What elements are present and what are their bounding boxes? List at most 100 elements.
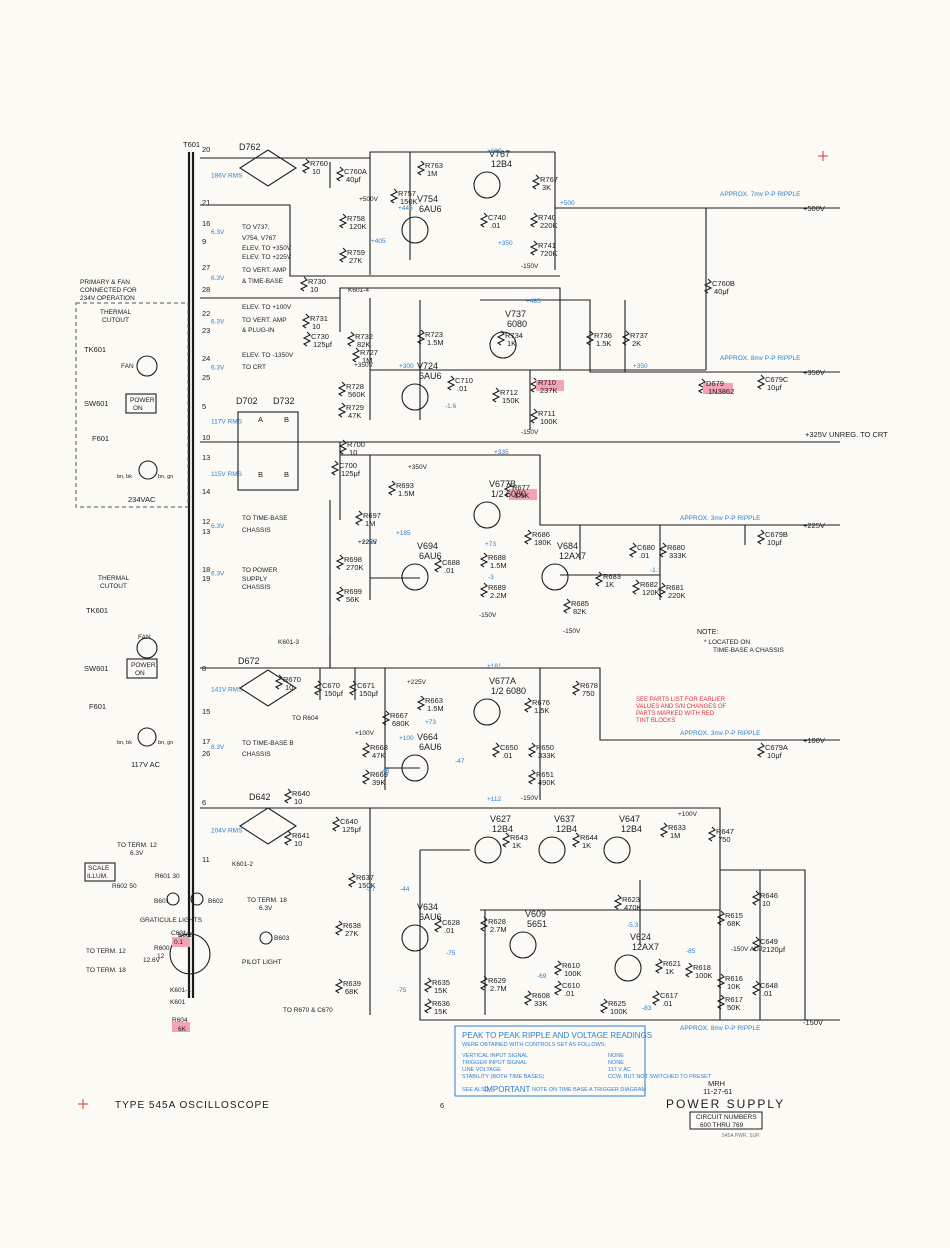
component-symbol <box>751 890 761 906</box>
component-value: 150K <box>400 197 418 206</box>
test-voltage: +100 <box>399 735 414 742</box>
test-voltage: +446 <box>398 205 413 212</box>
winding-note: SUPPLY <box>242 576 268 583</box>
small-note: 545A PWR. SUP. <box>722 1133 760 1139</box>
test-voltage: +225 <box>362 539 377 546</box>
component-value: 220K <box>668 591 686 600</box>
tube-type: 6AU6 <box>419 204 442 214</box>
component-symbol <box>283 788 293 804</box>
component-symbol <box>479 916 489 932</box>
component-value: 68K <box>727 919 740 928</box>
component-ref: R740 <box>538 213 556 222</box>
component-ref: R644 <box>580 833 598 842</box>
component-value: 100K <box>564 969 582 978</box>
tube-ref: V677B <box>489 479 516 489</box>
component-ref: R728 <box>346 382 364 391</box>
component-ref: R663 <box>425 696 443 705</box>
component-symbol <box>529 408 539 424</box>
note-line: TIME-BASE A CHASSIS <box>713 647 784 654</box>
parts-note-line: TINT BLOCKS <box>636 718 675 724</box>
component-value: 490K <box>538 778 556 787</box>
text-layer: V76712B4V7546AU6V7376080V7246AU6V677B1/2… <box>80 142 888 1033</box>
component-value: 10K <box>727 982 740 991</box>
component-ref: R633 <box>668 823 686 832</box>
ripple-note: APPROX. 3mv P-P RIPPLE <box>680 515 761 522</box>
tube-envelope <box>603 836 631 864</box>
lamp-label: C601 <box>171 930 187 937</box>
component-value: .01 <box>457 384 467 393</box>
test-voltage: +350 <box>633 363 648 370</box>
misc-label: +225V <box>358 539 378 546</box>
component-value: 56K <box>346 595 359 604</box>
component-value: 10μf <box>767 383 783 392</box>
winding-pin: 8 <box>202 664 206 673</box>
winding-pin: 6 <box>202 798 206 807</box>
component-value: 1K <box>512 841 521 850</box>
component-symbol <box>751 980 761 996</box>
winding-pin: 17 <box>202 737 210 746</box>
component-symbol <box>716 973 726 989</box>
tube-envelope <box>401 754 429 782</box>
test-voltage: +600 <box>487 148 502 155</box>
component-value: 1M <box>670 831 680 840</box>
parts-note-line: SEE PARTS LIST FOR EARLIER <box>636 697 726 703</box>
tube-type: 6AU6 <box>419 742 442 752</box>
component-symbol <box>523 697 533 713</box>
test-voltage: -1.6 <box>445 403 457 410</box>
component-value: 10 <box>312 322 320 331</box>
primary-234-box <box>75 302 189 508</box>
component-ref: R628 <box>488 917 506 926</box>
component-ref: R727 <box>360 348 378 357</box>
component-symbol <box>337 402 347 418</box>
winding-note: TO CRT <box>242 364 266 371</box>
test-voltage: -3 <box>488 574 494 581</box>
test-voltage: -83 <box>642 1005 652 1012</box>
component-symbol <box>613 894 623 910</box>
component-ref: R637 <box>356 873 374 882</box>
component-value: .01 <box>444 566 454 575</box>
misc-label: K601-1 <box>170 987 191 994</box>
component-value: 2.7M <box>490 925 507 934</box>
misc-label: K601-4 <box>348 287 369 294</box>
component-ref: R641 <box>292 831 310 840</box>
lamp-label: 12.6V <box>143 957 161 964</box>
component-value: 100K <box>610 1007 628 1016</box>
component-value: .01 <box>502 751 512 760</box>
lamp-label: TO TERM. 12 <box>86 948 126 955</box>
component-value: 1.5K <box>534 706 549 715</box>
title-block: TYPE 545A OSCILLOSCOPE 6 MRH 11-27-61 PO… <box>115 1079 783 1139</box>
component-value: 82K <box>573 607 586 616</box>
power-on-label: POWER <box>130 397 155 404</box>
component-symbol <box>423 977 433 993</box>
lamp-label: R601 30 <box>155 873 180 880</box>
component-value: 50K <box>727 1003 740 1012</box>
component-value: 10 <box>349 448 357 457</box>
misc-label: +350V <box>354 362 374 369</box>
component-ref: R688 <box>488 553 506 562</box>
component-value: 1K <box>507 339 516 348</box>
component-ref: R730 <box>308 277 326 286</box>
lamp-label: 6.3V <box>259 905 273 912</box>
test-voltage: +300 <box>399 363 414 370</box>
component-ref: R682 <box>640 580 658 589</box>
component-symbol <box>631 579 641 595</box>
output-voltage: +500V <box>803 204 825 213</box>
tube-type: 12B4 <box>491 159 512 169</box>
component-value: 10 <box>294 839 302 848</box>
tube-envelope <box>473 171 501 199</box>
component-symbol <box>334 920 344 936</box>
rectifier-label: D642 <box>249 792 271 802</box>
component-ref: R731 <box>310 314 328 323</box>
component-ref: C679C <box>765 375 789 384</box>
component-value: 10 <box>312 167 320 176</box>
winding-note: & PLUG-IN <box>242 327 275 334</box>
misc-label: -150V <box>563 628 581 635</box>
misc-label: -150V <box>521 263 539 270</box>
component-symbol <box>433 917 443 933</box>
power-switch-label: SW601 <box>84 664 109 673</box>
test-voltage: +335 <box>494 449 509 456</box>
component-value: 10 <box>762 899 770 908</box>
plug-label: 234VAC <box>128 495 156 504</box>
component-value: 10μf <box>767 751 783 760</box>
component-value: 333K <box>538 751 556 760</box>
